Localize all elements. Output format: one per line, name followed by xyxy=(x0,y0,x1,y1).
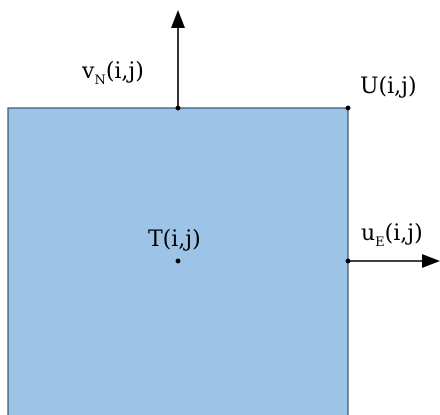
east-velocity-label: uE(i,j) xyxy=(361,221,423,250)
corner-point xyxy=(345,105,351,111)
corner-velocity-label: U(i,j) xyxy=(360,74,417,99)
center-temperature-label: T(i,j) xyxy=(148,227,201,252)
north-velocity-label: vN(i,j) xyxy=(81,59,144,88)
east-velocity-subscript: E xyxy=(375,235,385,250)
north-face-point xyxy=(175,105,181,111)
cell-center-point xyxy=(175,258,181,264)
north-velocity-symbol: v xyxy=(81,59,95,84)
north-velocity-args: (i,j) xyxy=(106,59,144,84)
east-face-point xyxy=(345,258,351,264)
east-velocity-args: (i,j) xyxy=(385,221,423,246)
east-velocity-arrowhead xyxy=(422,254,440,268)
north-velocity-subscript: N xyxy=(94,73,105,88)
east-velocity-symbol: u xyxy=(361,221,375,246)
north-velocity-arrowhead xyxy=(171,10,185,28)
